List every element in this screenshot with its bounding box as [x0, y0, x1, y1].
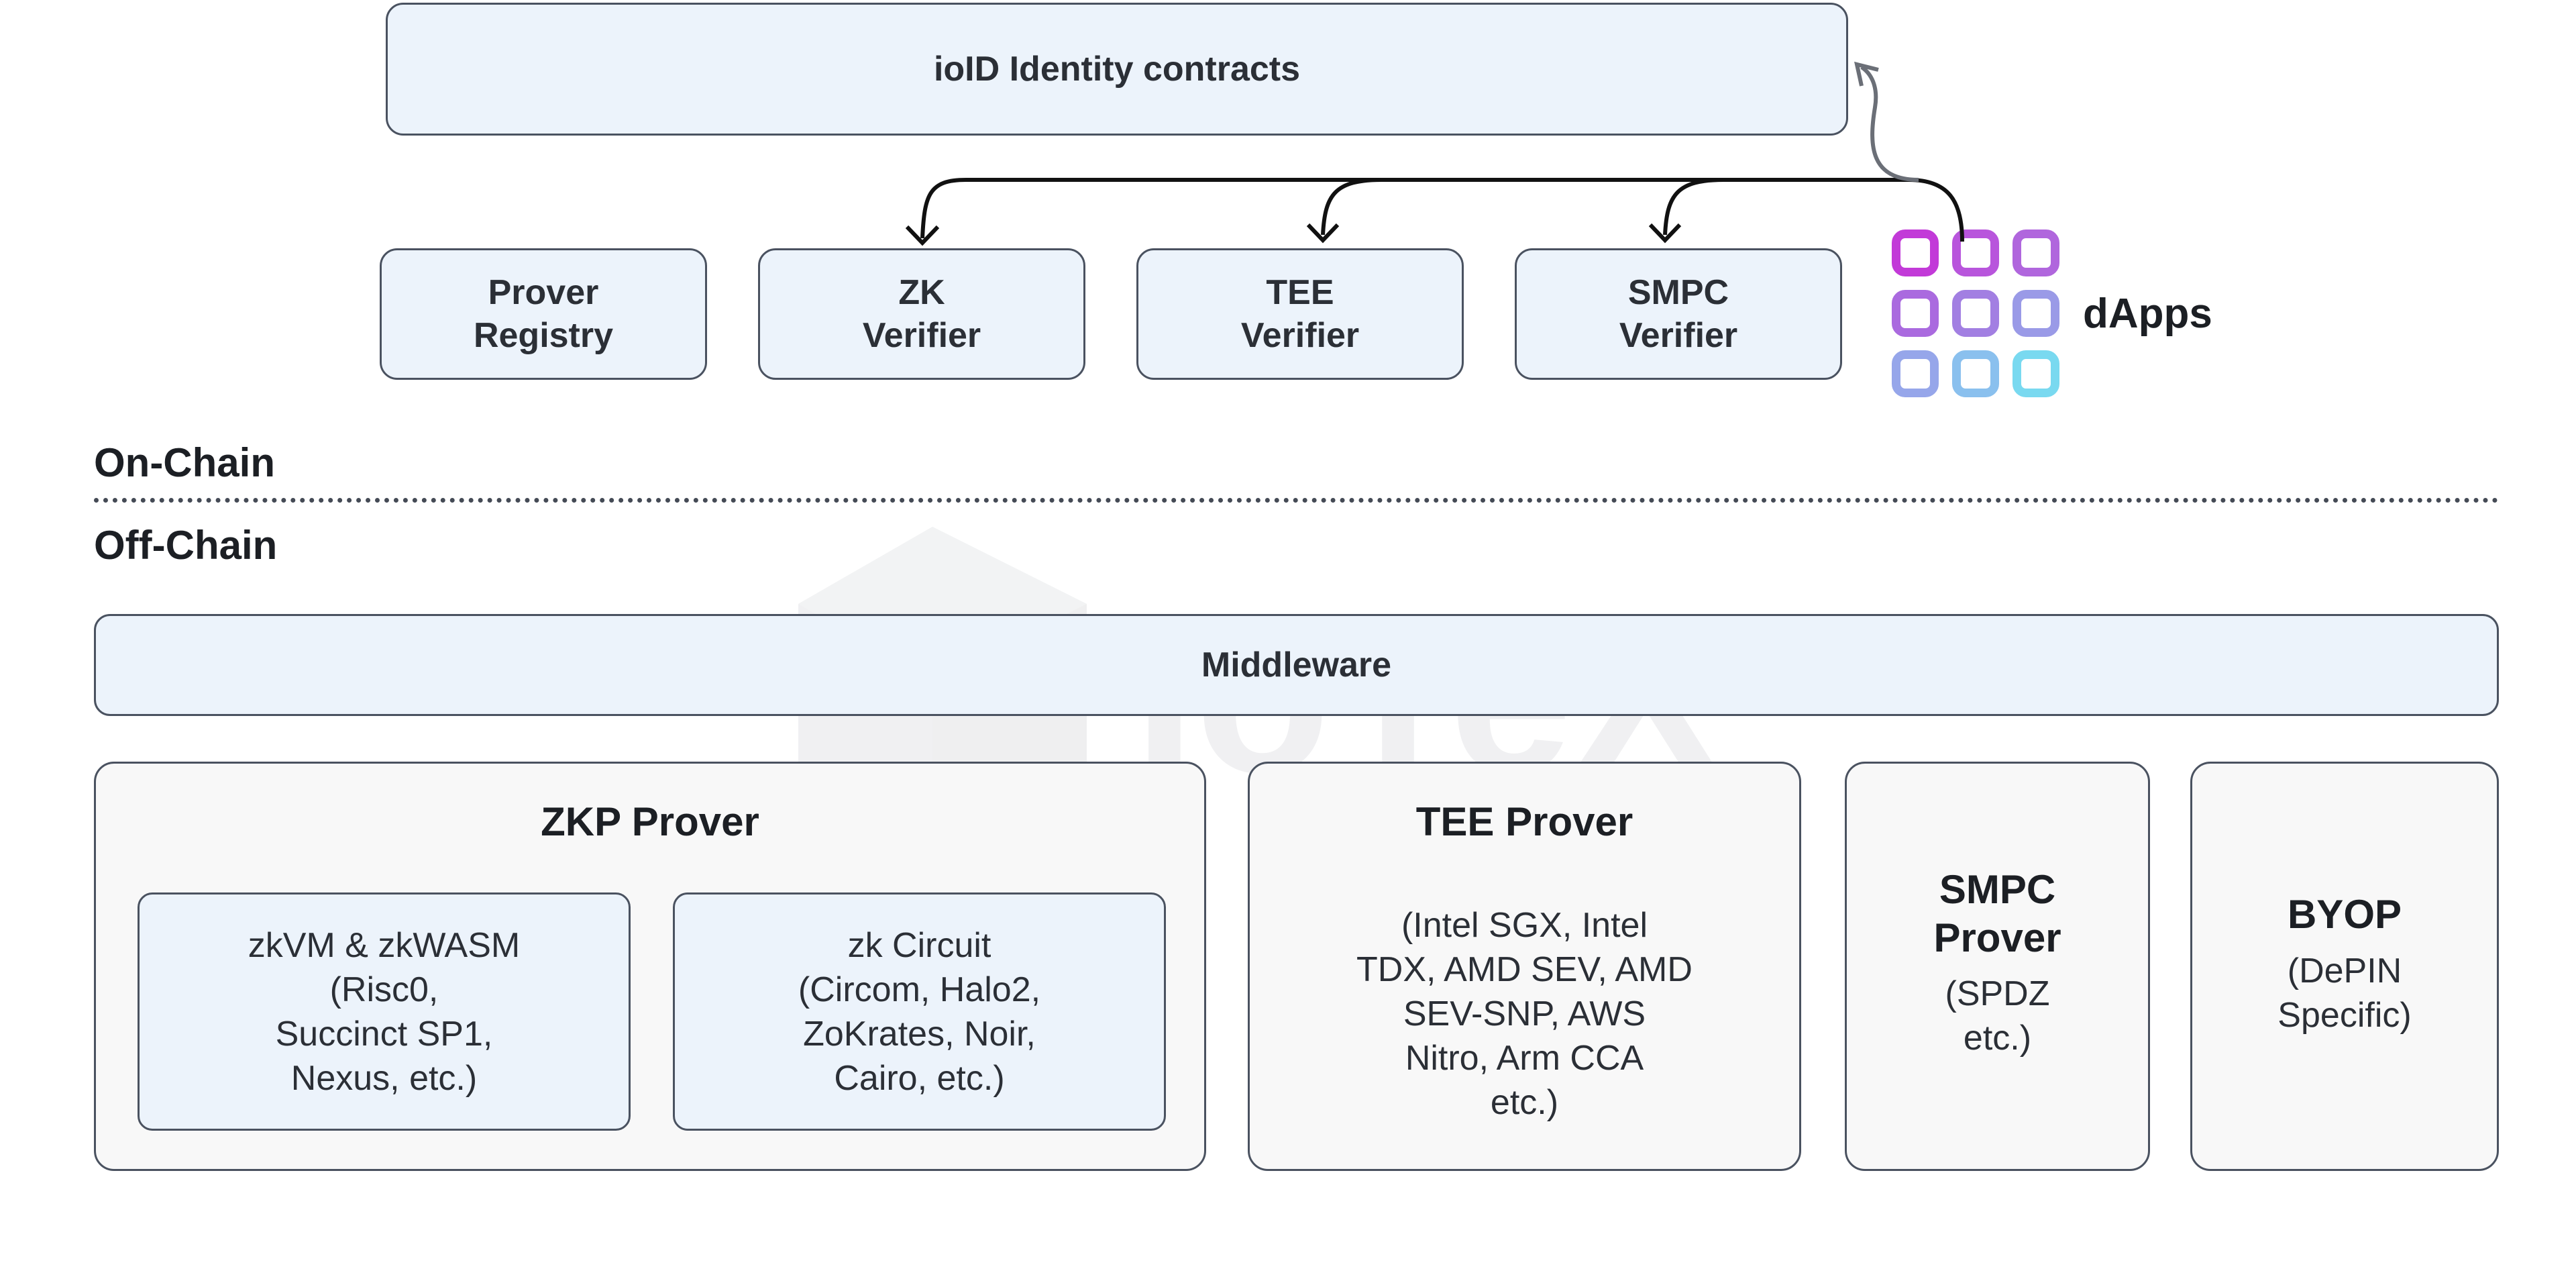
zkvm-zkwasm-box: zkVM & zkWASM (Risc0, Succinct SP1, Nexu… — [138, 892, 631, 1131]
dapp-tile-icon — [1952, 350, 1999, 397]
dapp-tile-icon — [1952, 229, 1999, 276]
dapps-label: dApps — [2083, 291, 2212, 337]
middleware-box: Middleware — [94, 614, 2499, 716]
arrow-connectors — [905, 61, 1964, 246]
tee-prover-box: TEE Prover (Intel SGX, Intel TDX, AMD SE… — [1248, 762, 1801, 1171]
smpc-prover-title: SMPC Prover — [1933, 867, 2061, 960]
arrow-to-smpc-verifier — [1663, 178, 1725, 236]
dapp-tile-icon — [1892, 290, 1939, 337]
dapp-tile-icon — [2012, 229, 2059, 276]
tee-prover-title: TEE Prover — [1415, 799, 1633, 844]
smpc-verifier-box: SMPC Verifier — [1515, 248, 1842, 380]
off-chain-heading: Off-Chain — [94, 523, 278, 568]
arrow-to-identity — [1860, 65, 1919, 182]
chain-divider — [94, 498, 2499, 503]
zk-circuit-box: zk Circuit (Circom, Halo2, ZoKrates, Noi… — [673, 892, 1166, 1131]
byop-details: (DePIN Specific) — [2277, 952, 2412, 1035]
dapp-tile-icon — [1892, 350, 1939, 397]
arrow-to-tee-verifier — [1321, 178, 1383, 236]
prover-registry-box: Prover Registry — [380, 248, 707, 380]
zk-verifier-label: ZK Verifier — [862, 273, 981, 355]
tee-prover-details: (Intel SGX, Intel TDX, AMD SEV, AMD SEV-… — [1356, 906, 1693, 1122]
ioid-identity-label: ioID Identity contracts — [933, 50, 1301, 89]
prover-registry-label: Prover Registry — [473, 273, 614, 355]
smpc-prover-details: (SPDZ etc.) — [1945, 974, 2050, 1058]
ioid-identity-contracts-box: ioID Identity contracts — [386, 3, 1848, 136]
tee-verifier-label: TEE Verifier — [1240, 273, 1360, 355]
dapp-tile-icon — [2012, 290, 2059, 337]
on-chain-heading: On-Chain — [94, 440, 275, 485]
zkp-prover-box: ZKP Prover zkVM & zkWASM (Risc0, Succinc… — [94, 762, 1206, 1171]
smpc-prover-box: SMPC Prover (SPDZ etc.) — [1845, 762, 2150, 1171]
middleware-label: Middleware — [1201, 646, 1392, 684]
byop-box: BYOP (DePIN Specific) — [2190, 762, 2499, 1171]
dapps-icon-grid — [1892, 229, 2059, 397]
smpc-verifier-label: SMPC Verifier — [1619, 273, 1738, 355]
dapp-tile-icon — [1952, 290, 1999, 337]
zkp-prover-title: ZKP Prover — [541, 799, 759, 844]
arrow-to-zk-verifier — [920, 178, 967, 239]
dapp-tile-icon — [1892, 229, 1939, 276]
dapps-arrow-rail — [966, 178, 1964, 242]
tee-verifier-box: TEE Verifier — [1136, 248, 1464, 380]
zk-verifier-box: ZK Verifier — [758, 248, 1085, 380]
dapp-tile-icon — [2012, 350, 2059, 397]
byop-title: BYOP — [2287, 892, 2402, 937]
